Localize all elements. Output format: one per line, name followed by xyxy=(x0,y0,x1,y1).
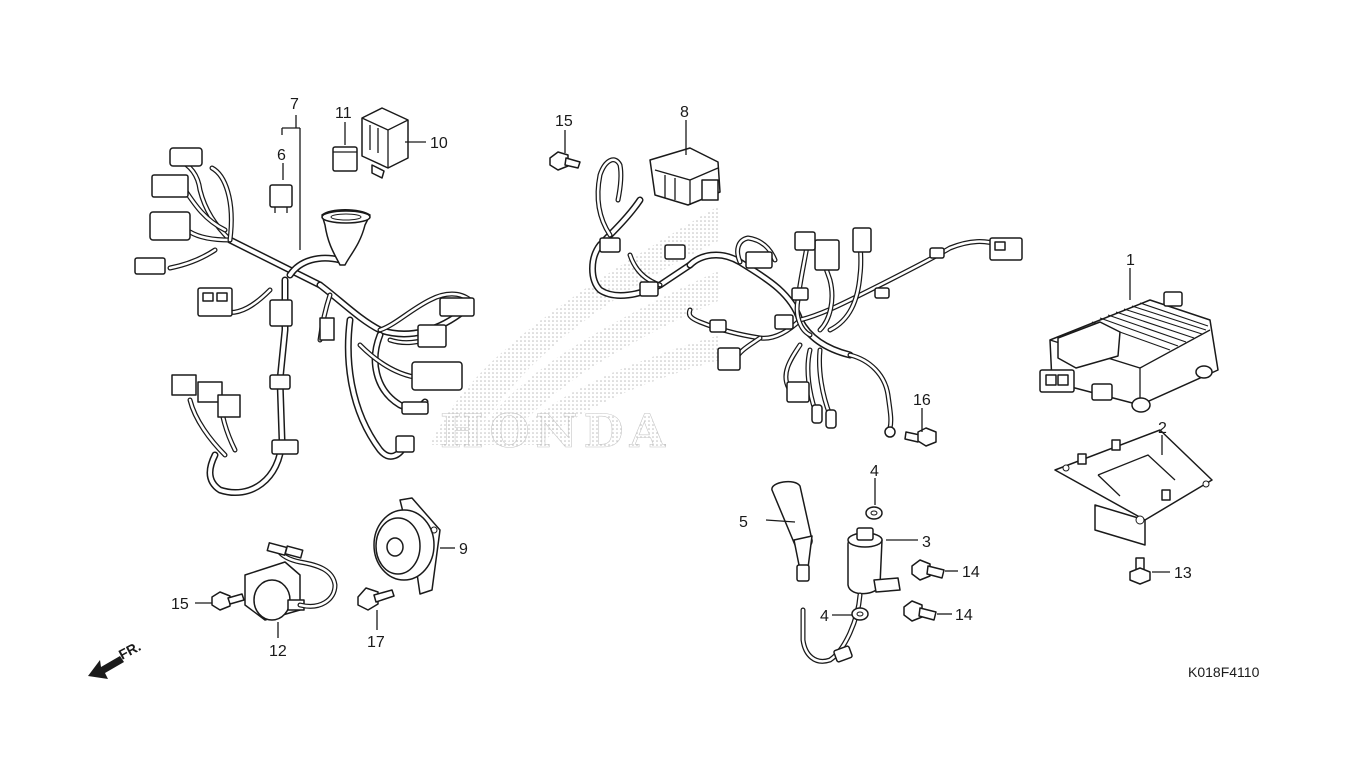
bolt-part-13 xyxy=(1129,557,1151,585)
callout-label: 16 xyxy=(913,392,931,409)
callout-label: 6 xyxy=(277,147,286,164)
bolt-part-15-lower xyxy=(211,591,245,611)
bolt-part-17 xyxy=(357,587,395,611)
relay-part-10 xyxy=(361,107,409,179)
horn-part-9 xyxy=(373,497,441,595)
callout-label: 14 xyxy=(955,607,973,624)
spark-plug-cap-part-5 xyxy=(771,480,813,582)
callout-label: 11 xyxy=(335,105,352,122)
main-wire-harness xyxy=(134,147,475,497)
honda-watermark-text: HONDA xyxy=(440,404,671,458)
relay-part-6 xyxy=(269,184,293,213)
callout-label: 4 xyxy=(820,608,829,625)
callout-label: 15 xyxy=(171,596,189,613)
relay-part-11 xyxy=(332,146,358,172)
callout-label: 4 xyxy=(870,463,879,480)
callout-label: 5 xyxy=(739,514,748,531)
callout-label: 8 xyxy=(680,104,689,121)
callout-label: 1 xyxy=(1126,252,1135,269)
callout-label: 17 xyxy=(367,634,385,651)
bolt-part-14-lower xyxy=(903,600,937,622)
washer-part-4-upper xyxy=(865,506,883,520)
callout-label: 14 xyxy=(962,564,980,581)
callout-label: 2 xyxy=(1158,420,1167,437)
callout-label: 10 xyxy=(430,135,448,152)
drawing-code: K018F4110 xyxy=(1188,664,1260,680)
washer-part-4-lower xyxy=(851,607,869,621)
callout-label: 7 xyxy=(290,96,299,113)
callout-label: 9 xyxy=(459,541,468,558)
callout-label: 13 xyxy=(1174,565,1192,582)
bolt-part-16 xyxy=(904,427,937,447)
bolt-part-15-upper xyxy=(549,151,581,171)
ignition-coil-part-3 xyxy=(800,527,901,664)
sensor-part-12 xyxy=(244,542,338,621)
mounting-bracket-part-2 xyxy=(1054,429,1213,546)
honda-wing-watermark: HONDA xyxy=(430,205,720,458)
bolt-part-14-upper xyxy=(911,559,945,581)
callout-label: 15 xyxy=(555,113,573,130)
callout-label: 3 xyxy=(922,534,931,551)
callout-label: 12 xyxy=(269,643,287,660)
front-direction-arrow: FR. xyxy=(88,638,143,679)
leader-lines xyxy=(195,115,1170,638)
regulator-rectifier-part-1 xyxy=(1039,291,1219,413)
sub-wire-harness xyxy=(589,147,1023,438)
